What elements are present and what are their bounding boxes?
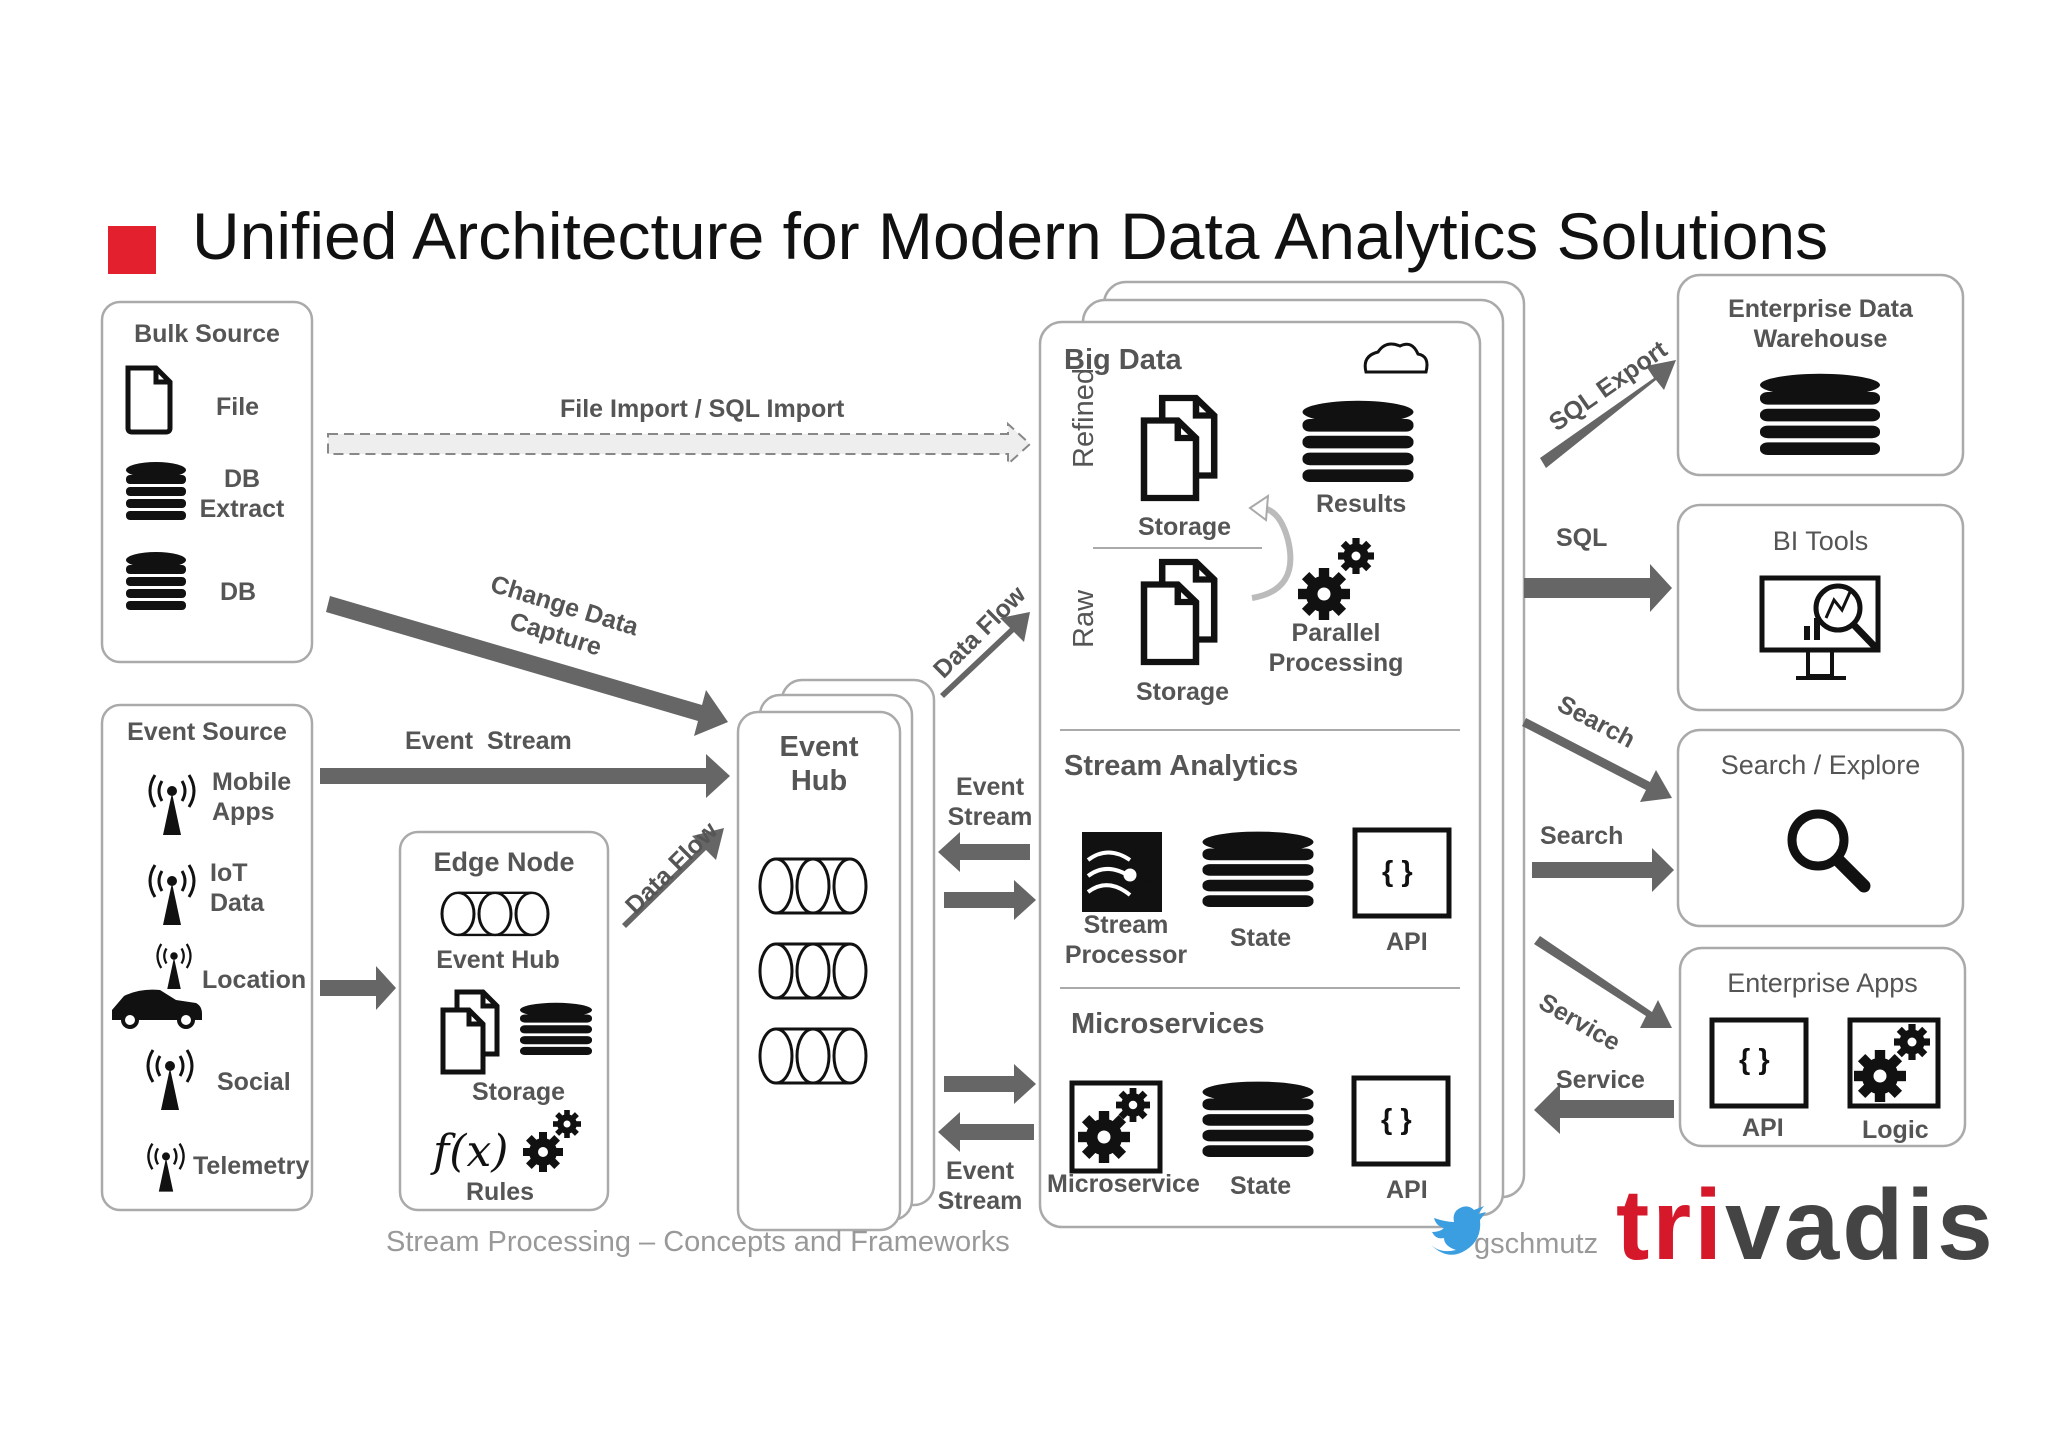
brand-logo: trivadis: [1616, 1168, 1996, 1283]
search-magnifier-icon: [1787, 809, 1871, 893]
stream-api-label: API: [1386, 928, 1428, 956]
edge-event-hub-label: Event Hub: [436, 946, 560, 974]
db-label: DB: [220, 578, 257, 606]
refine-cycle-arrowhead: [1248, 494, 1270, 522]
cloud-icon: [1363, 342, 1429, 374]
rules-label: Rules: [466, 1178, 535, 1206]
file-import-label: File Import / SQL Import: [560, 395, 845, 423]
enterprise-apps-title: Enterprise Apps: [1727, 968, 1918, 998]
edge-event-hub-icon: [438, 890, 552, 938]
file-label: File: [216, 393, 260, 421]
event-source-box: [100, 703, 314, 1212]
apps-logic-icon: [1847, 1017, 1941, 1109]
service-2-arrow: [1534, 1084, 1674, 1134]
twitter-icon: [1430, 1206, 1486, 1255]
edw-db-icon: [1760, 373, 1880, 455]
service-1-arrow: [1534, 936, 1672, 1028]
hub-to-micro-arrow: [944, 1064, 1036, 1104]
analytics-to-hub-arrow: [938, 832, 1030, 872]
micro-state-label: State: [1230, 1172, 1292, 1200]
refined-storage-label: Storage: [1138, 513, 1232, 541]
raw-label: Raw: [1068, 589, 1100, 648]
search-2-arrow: [1532, 848, 1674, 892]
apps-api-braces: { }: [1739, 1044, 1770, 1076]
apps-api-label: API: [1742, 1114, 1784, 1142]
cdc-arrow: [326, 596, 728, 736]
stream-analytics-title: Stream Analytics: [1064, 750, 1299, 782]
footer-text: Stream Processing – Concepts and Framewo…: [386, 1226, 1010, 1258]
edge-data-flow-arrow: [622, 828, 724, 928]
sql-label: SQL: [1556, 524, 1608, 552]
bulk-source-title: Bulk Source: [134, 320, 280, 348]
car-icon: [112, 989, 202, 1029]
db-extract-icon: [126, 462, 186, 520]
title-accent-square: [108, 226, 156, 274]
event-hub-partition-2-icon: [756, 941, 870, 1001]
micro-to-hub-arrow: [938, 1112, 1034, 1152]
parallel-gear-large-icon: [1298, 568, 1350, 620]
event-source-to-edge-arrow: [320, 966, 396, 1010]
sql-arrow: [1524, 564, 1672, 612]
stream-state-label: State: [1230, 924, 1292, 952]
micro-api-braces: { }: [1381, 1104, 1412, 1136]
event-hub-partition-3-icon: [756, 1026, 870, 1086]
rules-gear-small-icon: [553, 1110, 581, 1138]
stream-api-braces: { }: [1382, 856, 1413, 888]
results-db-icon: [1302, 400, 1414, 482]
edw-title: Enterprise Data Warehouse: [1728, 295, 1913, 353]
refine-cycle-arrow: [1251, 505, 1294, 601]
mobile-apps-label: Mobile Apps: [212, 768, 292, 826]
bi-monitor-icon: [1759, 575, 1881, 680]
file-import-arrow: [327, 421, 1032, 467]
stream-state-db-icon: [1202, 831, 1314, 907]
micro-api-label: API: [1386, 1176, 1428, 1204]
search-1-arrow: [1522, 718, 1672, 802]
results-label: Results: [1316, 490, 1407, 518]
microservice-label: Microservice: [1047, 1170, 1200, 1198]
sql-export-arrow: [1540, 360, 1676, 468]
db-icon: [126, 552, 186, 610]
twitter-handle: gschmutz: [1474, 1228, 1599, 1260]
location-label: Location: [202, 966, 307, 994]
big-data-title: Big Data: [1064, 344, 1182, 376]
brand-dark-part: vadis: [1725, 1169, 1996, 1281]
hub-to-analytics-arrow: [944, 880, 1036, 920]
db-extract-label: DB Extract: [199, 465, 285, 523]
micro-state-db-icon: [1202, 1081, 1314, 1157]
stream-processor-label: Stream Processor: [1064, 911, 1188, 969]
hub-data-flow-arrow: [940, 612, 1030, 698]
refined-label: Refined: [1068, 368, 1100, 468]
fx-icon: f(x): [433, 1126, 509, 1177]
parallel-gear-small-icon: [1338, 538, 1374, 574]
raw-storage-label: Storage: [1136, 678, 1230, 706]
apps-logic-label: Logic: [1862, 1116, 1929, 1144]
social-label: Social: [217, 1068, 291, 1096]
edge-storage-db-icon: [520, 1002, 592, 1055]
page-title: Unified Architecture for Modern Data Ana…: [192, 199, 1829, 273]
event-source-title: Event Source: [127, 718, 287, 746]
bi-tools-title: BI Tools: [1772, 526, 1869, 556]
service-2-label: Service: [1556, 1066, 1645, 1094]
microservices-title: Microservices: [1071, 1008, 1265, 1040]
search-2-label: Search: [1540, 822, 1624, 850]
event-stream-in-label: Event Stream: [947, 773, 1033, 831]
edge-storage-label: Storage: [472, 1078, 566, 1106]
event-stream-arrow: [320, 754, 730, 798]
iot-data-label: IoT Data: [210, 859, 265, 917]
parallel-processing-label: Parallel Processing: [1268, 619, 1404, 677]
telemetry-label: Telemetry: [193, 1152, 310, 1180]
brand-red-part: tri: [1616, 1169, 1725, 1281]
stream-processor-icon: [1082, 832, 1162, 912]
microservice-icon: [1069, 1080, 1163, 1174]
event-hub-title: Event Hub: [779, 731, 859, 797]
event-hub-partition-1-icon: [756, 856, 870, 916]
event-stream-label: Event Stream: [405, 727, 572, 755]
rules-gear-large-icon: [523, 1132, 563, 1172]
search-explore-title: Search / Explore: [1720, 750, 1921, 780]
event-stream-out-label: Event Stream: [937, 1157, 1023, 1215]
edge-node-title: Edge Node: [433, 847, 575, 877]
file-icon: [128, 368, 170, 432]
